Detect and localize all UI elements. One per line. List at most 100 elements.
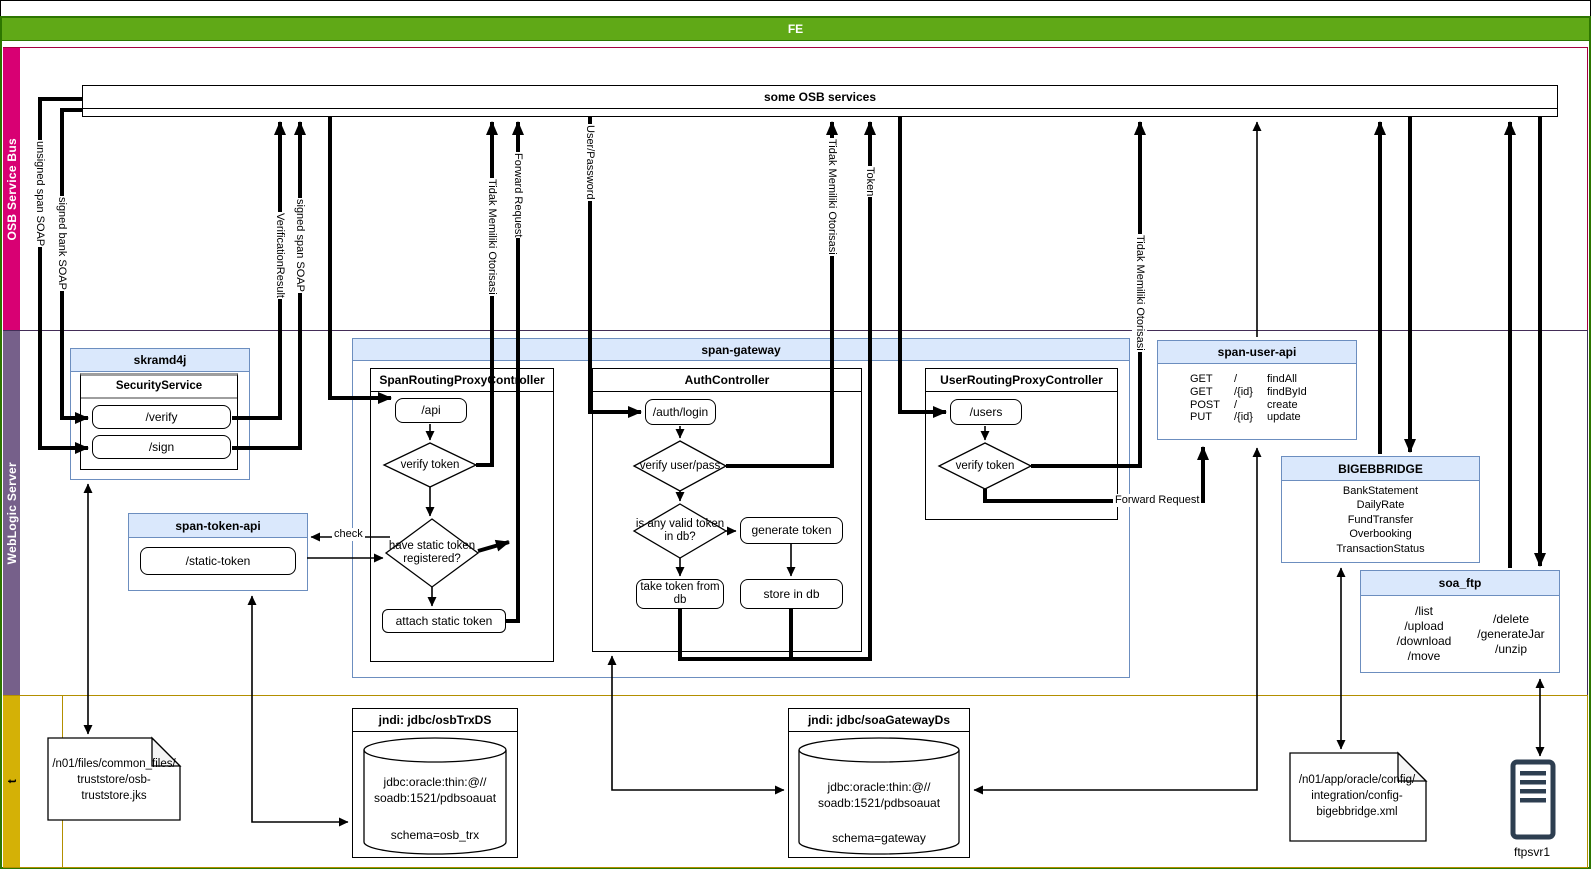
soa-ftp-op: /delete xyxy=(1492,612,1530,626)
jdbc-url-line: soadb:1521/pdbsoauat xyxy=(817,796,941,810)
fe-lane-label: FE xyxy=(787,22,804,36)
span-token-api-title: span-token-api xyxy=(129,514,307,538)
soa-ftp-col1: /list /upload /download /move xyxy=(1379,604,1469,664)
bigebbridge-services: BankStatement DailyRate FundTransfer Ove… xyxy=(1282,484,1479,556)
fe-lane-header: FE xyxy=(2,18,1589,41)
lane-storage-label: t xyxy=(4,779,19,784)
verify-endpoint: /verify xyxy=(92,405,231,429)
label-signed-bank-soap: signed bank SOAP xyxy=(54,196,69,291)
doc-line: bigebbridge.xml xyxy=(1316,806,1398,818)
security-service-title: SecurityService xyxy=(81,376,237,399)
static-token-endpoint: /static-token xyxy=(140,547,296,575)
soa-gateway-ds-title: jndi: jdbc/soaGatewayDs xyxy=(789,709,969,732)
jdbc-url-line: jdbc:oracle:thin:@// xyxy=(827,780,931,794)
route-method: GET xyxy=(1190,373,1213,385)
soa-ftp-title: soa_ftp xyxy=(1361,571,1559,596)
lane-osb-label: OSB Service Bus xyxy=(4,137,19,241)
soa-ftp-col2: /delete /generateJar /unzip xyxy=(1466,612,1556,657)
user-routing-title: UserRoutingProxyController xyxy=(926,369,1117,392)
any-valid-token-label: is any valid token in db? xyxy=(635,518,725,543)
soa-ftp-op: /generateJar xyxy=(1477,627,1545,641)
label-forward-request-2: Forward Request xyxy=(1113,494,1202,507)
osb-trx-ds-title: jndi: jdbc/osbTrxDS xyxy=(353,709,517,732)
route-method: PUT xyxy=(1190,411,1212,424)
auth-controller-title: AuthController xyxy=(593,369,861,392)
api-endpoint: /api xyxy=(395,398,467,423)
soa-ftp-op: /upload xyxy=(1404,619,1444,633)
fe-container-border xyxy=(0,16,1591,869)
user-routing-proxy-controller-box: UserRoutingProxyController xyxy=(925,368,1118,520)
route-path: /{id} xyxy=(1234,411,1253,424)
api-route-row: POST / create xyxy=(1190,399,1307,412)
route-name: create xyxy=(1267,398,1298,411)
verify-token-label-1: verify token xyxy=(400,458,460,471)
route-path: /{id} xyxy=(1234,385,1253,398)
soa-ftp-op: /list xyxy=(1415,604,1433,618)
generate-token-step: generate token xyxy=(740,517,843,544)
label-unsigned-span-soap: unsigned span SOAP xyxy=(32,140,47,248)
bigebbridge-service: FundTransfer xyxy=(1347,513,1414,526)
label-tidak-otorisasi-1: Tidak Memiliki Otorisasi xyxy=(484,178,499,296)
route-path: / xyxy=(1234,373,1238,385)
bigebbridge-title: BIGEBBRIDGE xyxy=(1282,457,1479,481)
route-path: / xyxy=(1234,398,1238,411)
top-blank-bar xyxy=(0,0,1591,17)
osb-services-title: some OSB services xyxy=(83,86,1557,109)
bigebbridge-service: BankStatement xyxy=(1342,485,1419,497)
bigebbridge-service: DailyRate xyxy=(1356,499,1405,512)
osb-services-box: some OSB services xyxy=(82,85,1558,117)
lane-osb-service-bus: OSB Service Bus xyxy=(3,48,20,330)
soa-ftp-box: soa_ftp /list /upload /download /move /d… xyxy=(1360,570,1560,673)
soa-ftp-op: /move xyxy=(1407,649,1441,663)
api-route-row: PUT /{id} update xyxy=(1190,411,1307,424)
have-static-label: have static token registered? xyxy=(388,540,476,565)
soa-ftp-op: /download xyxy=(1396,634,1452,648)
jdbc-url-line: soadb:1521/pdbsoauat xyxy=(373,791,497,805)
doc-line: /n01/files/common_files/ xyxy=(52,758,176,770)
route-method: GET xyxy=(1190,385,1213,398)
doc-line: /n01/app/oracle/config/ xyxy=(1298,774,1416,786)
label-signed-span-soap: signed span SOAP xyxy=(292,198,307,293)
label-token: Token xyxy=(862,166,877,198)
label-forward-request-1: Forward Request xyxy=(510,152,525,239)
soa-gateway-ds-url: jdbc:oracle:thin:@// soadb:1521/pdbsoaua… xyxy=(799,779,959,811)
verify-user-pass-label: verify user/pass xyxy=(639,459,721,472)
route-method: POST xyxy=(1190,398,1220,411)
config-doc-text: /n01/app/oracle/config/ integration/conf… xyxy=(1294,772,1420,820)
bigebbridge-service: Overbooking xyxy=(1349,528,1412,541)
route-name: update xyxy=(1267,411,1301,424)
osb-trx-ds-url: jdbc:oracle:thin:@// soadb:1521/pdbsoaua… xyxy=(363,774,507,806)
sign-endpoint: /sign xyxy=(92,435,231,459)
doc-line: truststore/osb- xyxy=(77,774,151,786)
lane-weblogic-label: WebLogic Server xyxy=(4,461,19,565)
label-user-password: User/Password xyxy=(582,124,597,201)
lane-storage: t xyxy=(3,696,20,867)
label-verification-result: VerificationResult xyxy=(272,212,287,299)
api-route-row: GET / findAll xyxy=(1190,373,1307,386)
label-tidak-otorisasi-2: Tidak Memiliki Otorisasi xyxy=(824,138,839,256)
osb-trx-ds-schema: schema=osb_trx xyxy=(390,828,480,842)
label-check: check xyxy=(332,528,365,541)
soa-gateway-ds-schema: schema=gateway xyxy=(832,831,926,845)
store-in-db-step: store in db xyxy=(740,579,843,609)
api-route-row: GET /{id} findById xyxy=(1190,386,1307,399)
verify-token-label-2: verify token xyxy=(955,459,1015,472)
auth-login-endpoint: /auth/login xyxy=(645,399,716,425)
bigebbridge-service: TransactionStatus xyxy=(1336,542,1425,555)
doc-line: truststore.jks xyxy=(81,790,147,802)
bigebbridge-box: BIGEBBRIDGE BankStatement DailyRate Fund… xyxy=(1281,456,1480,563)
route-name: findById xyxy=(1267,385,1307,398)
skramd4j-title: skramd4j xyxy=(71,349,249,372)
lane-weblogic-server: WebLogic Server xyxy=(3,331,20,695)
span-routing-title: SpanRoutingProxyController xyxy=(371,369,553,392)
span-user-api-box: span-user-api GET / findAll GET /{id} fi… xyxy=(1157,340,1357,440)
users-endpoint: /users xyxy=(950,399,1022,425)
label-tidak-otorisasi-3: Tidak Memiliki Otorisasi xyxy=(1132,234,1147,352)
span-gateway-title: span-gateway xyxy=(353,339,1129,361)
auth-controller-box: AuthController xyxy=(592,368,862,652)
jdbc-url-line: jdbc:oracle:thin:@// xyxy=(383,775,487,789)
attach-static-token-step: attach static token xyxy=(382,609,506,633)
doc-line: integration/config- xyxy=(1311,790,1403,802)
ftpsvr1-label: ftpsvr1 xyxy=(1513,845,1550,859)
